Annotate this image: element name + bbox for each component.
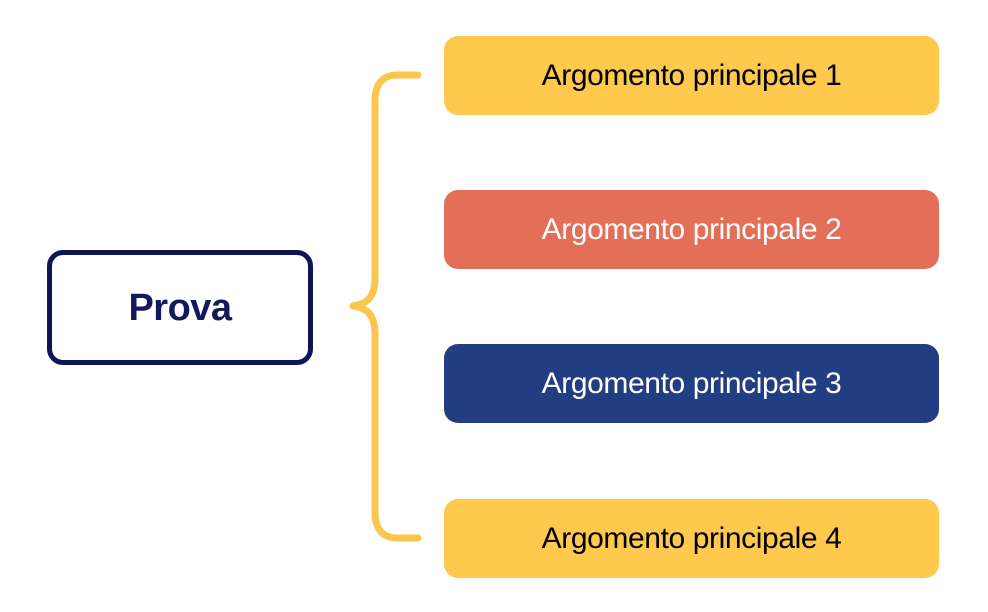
curly-brace-path xyxy=(349,71,422,542)
topic-box-1[interactable]: Argomento principale 1 xyxy=(444,36,939,115)
topic-label-3: Argomento principale 3 xyxy=(541,367,842,400)
topic-label-2: Argomento principale 2 xyxy=(541,213,842,246)
topic-label-1: Argomento principale 1 xyxy=(541,59,842,92)
curly-brace-connector xyxy=(349,71,422,542)
topic-label-4: Argomento principale 4 xyxy=(541,522,842,555)
topic-box-2[interactable]: Argomento principale 2 xyxy=(444,190,939,269)
root-node-label: Prova xyxy=(128,286,232,329)
root-node[interactable]: Prova xyxy=(47,250,313,365)
topic-box-4[interactable]: Argomento principale 4 xyxy=(444,499,939,578)
topic-box-3[interactable]: Argomento principale 3 xyxy=(444,344,939,423)
